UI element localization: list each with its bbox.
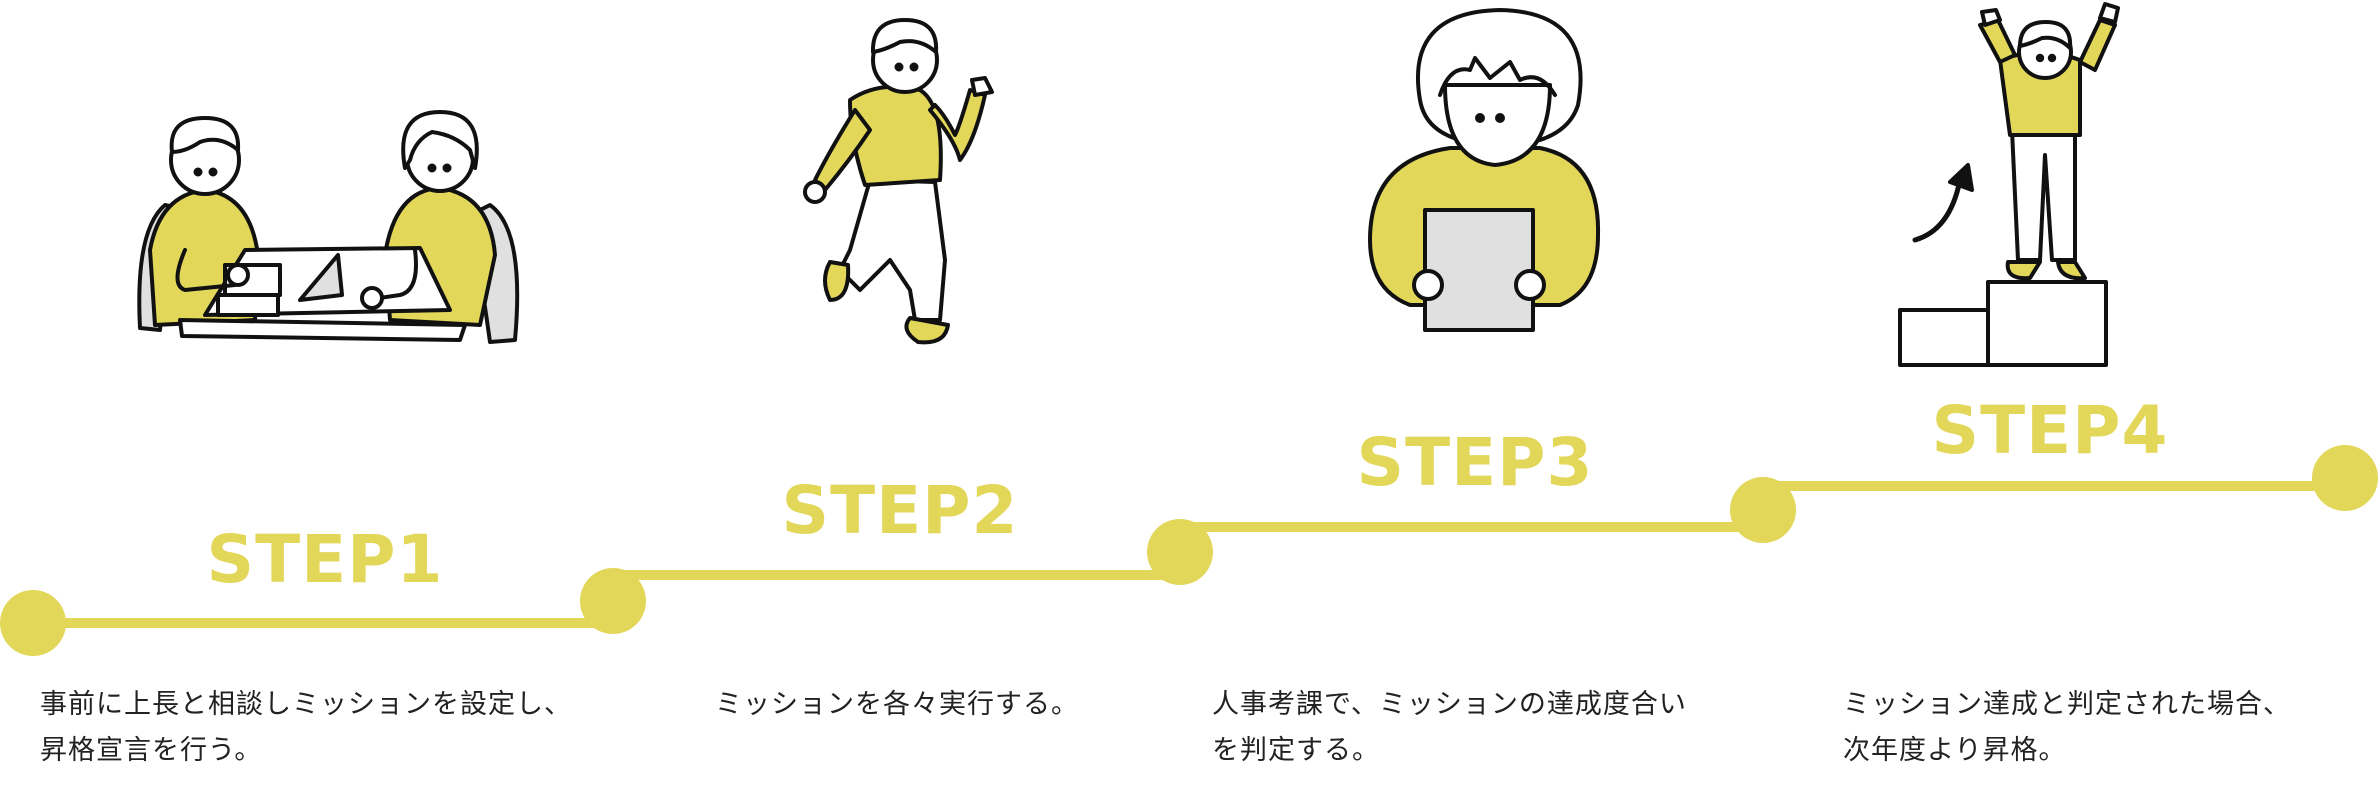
step3-description-line: を判定する。 [1212, 728, 1772, 774]
step4-description: ミッション達成と判定された場合、 次年度より昇格。 [1843, 682, 2378, 774]
step2-description-line: ミッションを各々実行する。 [715, 682, 1275, 728]
illustration-step3-document-icon [1370, 10, 1598, 330]
step4-description-line: 次年度より昇格。 [1843, 728, 2378, 774]
illustration-step1-meeting-icon [139, 112, 517, 342]
step3-description-line: 人事考課で、ミッションの達成度合い [1212, 682, 1772, 728]
step4-title: STEP4 [1932, 398, 2169, 464]
step3-title: STEP3 [1357, 430, 1594, 496]
timeline-node-3 [1147, 519, 1213, 585]
step4-description-line: ミッション達成と判定された場合、 [1843, 682, 2378, 728]
step1-title: STEP1 [207, 527, 444, 593]
step3-description: 人事考課で、ミッションの達成度合い を判定する。 [1212, 682, 1772, 774]
timeline-node-2 [580, 568, 646, 634]
timeline-node-4 [1730, 477, 1796, 543]
illustration-step2-walking-icon [805, 20, 992, 342]
step1-description-line: 昇格宣言を行う。 [40, 728, 600, 774]
illustration-step4-podium-icon [1900, 4, 2118, 365]
step2-title: STEP2 [782, 478, 1019, 544]
timeline-node-5 [2312, 445, 2378, 511]
step2-description: ミッションを各々実行する。 [715, 682, 1275, 728]
timeline-node-1 [0, 590, 66, 656]
step1-description: 事前に上長と相談しミッションを設定し、 昇格宣言を行う。 [40, 682, 600, 774]
step1-description-line: 事前に上長と相談しミッションを設定し、 [40, 682, 600, 728]
